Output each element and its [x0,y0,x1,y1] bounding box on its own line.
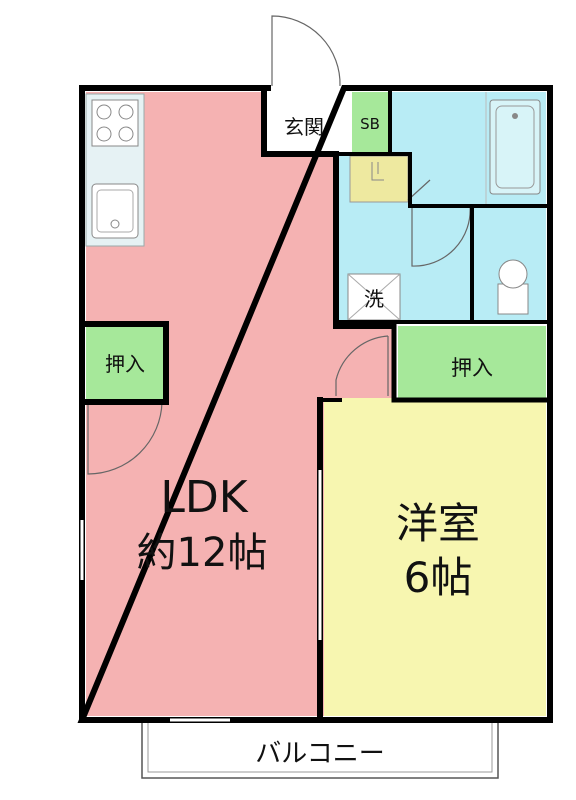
western-closet[interactable] [398,326,546,398]
ldk-room[interactable] [86,92,392,716]
kitchen-counter [85,93,145,247]
bathtub-icon [489,99,541,195]
washbasin-icon [349,155,409,203]
door-swing-icon [87,15,471,475]
ldk-name-label: LDK [160,472,248,523]
entrance-label: 玄関 [284,115,324,139]
laundry-label: 洗 [364,287,384,311]
ldk-size-label: 約12帖 [137,530,268,576]
laundry-pan [347,273,401,321]
shoebox[interactable] [352,92,390,152]
walls [77,85,553,723]
ldk-closet[interactable] [86,326,164,400]
ldk-closet-label: 押入 [105,352,145,376]
sink-icon [91,183,139,239]
balcony-label: バルコニー [255,739,384,769]
window-marks [80,470,322,722]
western-closet-label: 押入 [451,356,493,380]
toilet-icon [497,259,529,315]
balcony [141,721,499,779]
stove-icon [91,99,139,147]
western-size-label: 6帖 [404,553,473,602]
shoebox-label: SB [360,115,380,133]
western-name-label: 洋室 [396,499,480,548]
western-room[interactable] [324,398,546,716]
